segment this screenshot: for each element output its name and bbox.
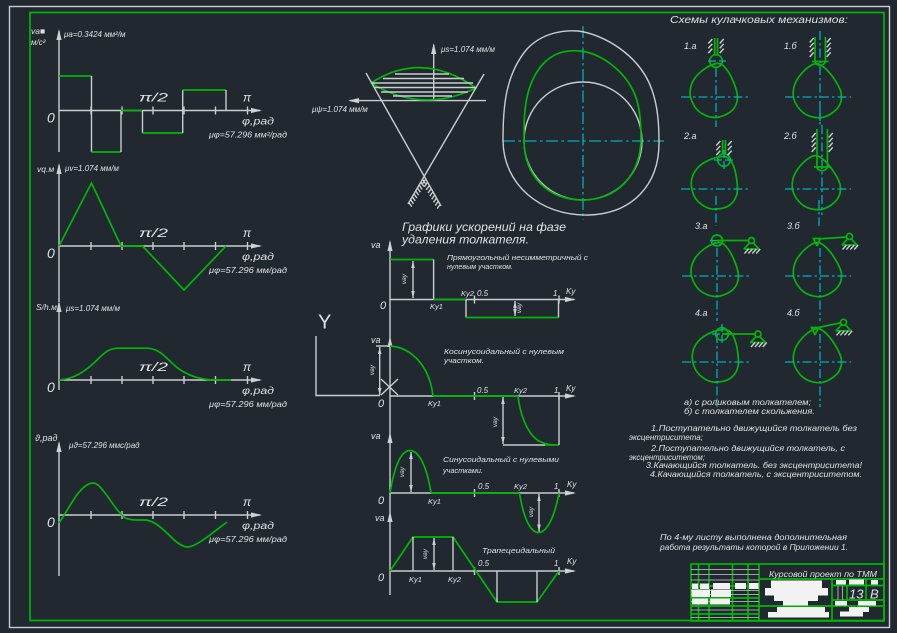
svg-text:μs=1.074 мм/м: μs=1.074 мм/м [65,304,120,313]
svg-text:2.Поступательно движущийся тол: 2.Поступательно движущийся толкатель, с [650,444,845,453]
svg-text:0.5: 0.5 [477,386,489,395]
svg-text:ϑ,рад: ϑ,рад [35,433,57,443]
svg-text:4.Качающийся толкатель, с эксц: 4.Качающийся толкатель, с эксцентриситет… [650,470,862,479]
svg-text:0: 0 [47,110,55,126]
svg-text:13: 13 [849,587,864,602]
svg-text:3.а: 3.а [695,221,708,231]
svg-text:μφ=57.296 мм/рад: μφ=57.296 мм/рад [208,266,288,275]
svg-text:работа результаты которой в Пр: работа результаты которой в Приложении 1… [659,543,848,552]
svg-text:μφ=57.296 мм/рад: μφ=57.296 мм/рад [208,400,288,409]
svg-text:vq.м: vq.м [37,164,54,174]
svg-text:Kу2: Kу2 [461,289,475,298]
svg-text:0: 0 [47,379,55,395]
svg-text:π/2: π/2 [139,495,169,509]
svg-text:3.б: 3.б [787,221,801,231]
svg-text:Kу: Kу [567,480,577,489]
svg-text:0: 0 [47,245,55,261]
svg-text:μϑ=57.296 ммс/рад: μϑ=57.296 ммс/рад [68,441,140,450]
svg-text:0: 0 [380,300,387,312]
svg-text:Kу2: Kу2 [448,575,462,584]
svg-text:а) с роликовым толкателем;: а) с роликовым толкателем; [684,398,811,407]
svg-text:эксцентриситета;: эксцентриситета; [629,433,703,442]
svg-text:π: π [243,91,252,105]
svg-text:эксцентриситетом;: эксцентриситетом; [629,453,705,462]
svg-text:1.б: 1.б [784,41,798,51]
svg-text:Схемы кулачковых механизмов:: Схемы кулачковых механизмов: [670,14,848,26]
svg-text:π/2: π/2 [139,360,169,374]
svg-text:1.Поступательно движущийся тол: 1.Поступательно движущийся толкатель без [651,424,857,433]
svg-text:Kу1: Kу1 [428,497,441,506]
svg-text:va: va [375,513,385,523]
svg-text:удаления толкателя.: удаления толкателя. [401,235,529,247]
svg-text:μφ=57.296 мм²/рад: μφ=57.296 мм²/рад [208,131,288,140]
svg-text:π/2: π/2 [139,226,169,240]
svg-text:1: 1 [554,482,558,491]
svg-text:vaу: vaу [369,364,376,375]
svg-text:0: 0 [47,514,55,530]
svg-text:Трапецеидальный: Трапецеидальный [482,546,556,555]
svg-text:б) с толкателем скольжения.: б) с толкателем скольжения. [684,407,815,416]
svg-text:0.5: 0.5 [478,482,490,491]
svg-text:μψ=1.074 мм/м: μψ=1.074 мм/м [311,105,368,114]
svg-text:1: 1 [554,559,558,568]
svg-text:0: 0 [378,572,385,584]
svg-text:vaу: vaу [401,273,408,284]
svg-text:Прямоугольный несимметричный с: Прямоугольный несимметричный с [447,253,588,262]
svg-text:Kу2: Kу2 [514,386,528,395]
svg-text:φ,рад: φ,рад [242,252,275,263]
svg-text:Kу1: Kу1 [430,302,443,311]
svg-text:Синусоидальный с нулевыми: Синусоидальный с нулевыми [443,455,560,464]
svg-text:Kу1: Kу1 [409,575,422,584]
svg-text:0.5: 0.5 [478,559,490,568]
svg-text:м/с²: м/с² [31,38,46,47]
svg-text:1: 1 [553,289,557,298]
svg-text:участками.: участками. [442,466,483,475]
svg-text:π: π [243,495,252,509]
svg-text:S/h.м: S/h.м [36,302,57,312]
svg-text:va: va [371,335,381,345]
svg-text:участком.: участком. [443,356,484,365]
svg-text:По 4-му листу выполнена дополн: По 4-му листу выполнена дополнительная [660,533,848,542]
svg-text:φ,рад: φ,рад [242,117,275,128]
svg-text:0: 0 [378,495,385,507]
svg-text:μv=1.074 мм/м: μv=1.074 мм/м [64,164,119,173]
svg-text:φ,рад: φ,рад [242,521,275,532]
svg-text:va■: va■ [31,26,45,36]
svg-text:vaу: vaу [422,548,429,559]
svg-text:va: va [371,431,381,441]
svg-text:4.а: 4.а [695,308,708,318]
svg-text:μa=0.3424 мм²/м: μa=0.3424 мм²/м [63,30,126,39]
svg-text:Косинусоидальный с нулевым: Косинусоидальный с нулевым [444,347,564,356]
svg-text:vaу: vaу [516,302,523,313]
svg-text:μs=1.074 мм/м: μs=1.074 мм/м [440,45,495,54]
svg-text:0: 0 [378,398,385,410]
svg-text:π: π [243,226,252,240]
svg-text:vaу: vaу [528,506,535,517]
svg-text:Kу: Kу [566,287,576,296]
svg-text:vaу: vaу [399,466,406,477]
svg-text:2.б: 2.б [783,131,798,141]
svg-text:Графики ускорений на фазе: Графики ускорений на фазе [402,222,566,234]
svg-text:Kу2: Kу2 [514,482,528,491]
svg-text:va: va [371,240,381,250]
svg-text:2.а: 2.а [683,131,697,141]
svg-text:Y: Y [318,312,331,334]
svg-text:Kу: Kу [566,384,576,393]
svg-text:нулевым участком.: нулевым участком. [447,262,513,271]
svg-text:4.б: 4.б [787,308,801,318]
svg-text:Kу1: Kу1 [428,399,441,408]
svg-text:μφ=57.296 мм/рад: μφ=57.296 мм/рад [208,535,288,544]
svg-text:3.Качающийся толкатель. без эк: 3.Качающийся толкатель. без эксцентрисит… [646,461,863,470]
svg-text:Курсовой проект по ТММ: Курсовой проект по ТММ [769,569,878,579]
svg-text:1.а: 1.а [684,41,697,51]
svg-text:π/2: π/2 [139,91,169,105]
svg-text:1: 1 [554,386,558,395]
svg-text:0.5: 0.5 [477,289,489,298]
svg-text:π: π [243,360,252,374]
svg-text:φ,рад: φ,рад [242,386,275,397]
svg-text:vaу: vaу [492,416,499,427]
svg-text:В: В [870,587,879,602]
svg-text:Kу: Kу [567,557,577,566]
